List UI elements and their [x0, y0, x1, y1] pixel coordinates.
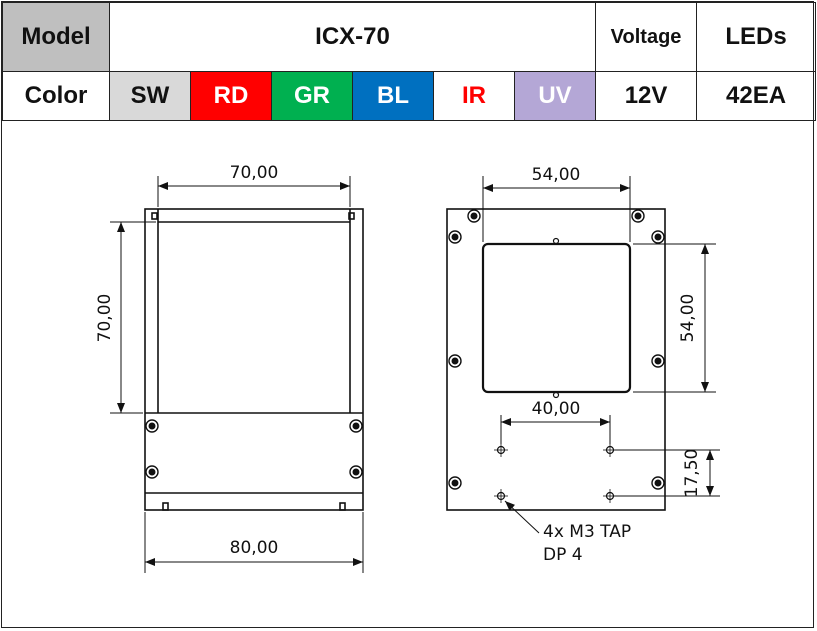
dim-base-width-text: 80,00 [230, 538, 279, 558]
screw-icon [145, 465, 159, 479]
tap-hole-icon [494, 443, 508, 457]
tap-note-line1: 4x M3 TAP [543, 522, 631, 542]
dim-window-width-text: 54,00 [532, 165, 581, 185]
front-view [446, 208, 666, 511]
side-view-screws [145, 419, 363, 479]
voltage-label: Voltage [595, 2, 698, 72]
color-swatch-ir: IR [433, 71, 515, 121]
dim-hole-spacing-x-text: 40,00 [532, 399, 581, 419]
screw-icon [467, 209, 481, 223]
color-label: Color [2, 71, 110, 121]
tap-note-line2: DP 4 [543, 545, 583, 565]
screw-icon [349, 465, 363, 479]
screw-icon [651, 354, 665, 368]
voltage-value: 12V [595, 71, 698, 121]
tap-holes [494, 443, 617, 503]
color-swatch-rd: RD [190, 71, 272, 121]
dim-side-width [157, 176, 351, 207]
dim-hole-spacing-y-text: 17,50 [682, 449, 702, 498]
side-view-outline [144, 208, 364, 511]
tap-hole-icon [494, 489, 508, 503]
tap-note-leader [504, 500, 540, 534]
screw-icon [651, 230, 665, 244]
dim-window-height-text: 54,00 [678, 294, 698, 343]
dim-window-width [482, 176, 631, 242]
dim-hole-spacing-y [614, 449, 720, 497]
color-swatch-bl: BL [352, 71, 434, 121]
color-swatch-sw: SW [109, 71, 191, 121]
screw-icon [651, 476, 665, 490]
dim-side-height-text: 70,00 [95, 294, 115, 343]
dim-side-height [110, 221, 156, 414]
screw-icon [631, 209, 645, 223]
color-swatch-gr: GR [271, 71, 353, 121]
front-view-screws [448, 209, 665, 490]
dim-base-width [144, 512, 364, 573]
screw-icon [448, 476, 462, 490]
color-swatch-uv: UV [513, 71, 597, 121]
side-view [144, 208, 364, 511]
leds-value: 42EA [696, 71, 817, 121]
tap-hole-icon [603, 443, 617, 457]
leds-label: LEDs [696, 2, 817, 72]
front-view-outline [446, 208, 666, 511]
screw-icon [349, 419, 363, 433]
screw-icon [448, 230, 462, 244]
dim-side-width-text: 70,00 [230, 163, 279, 183]
dim-window-height [633, 243, 716, 393]
spec-table: Model ICX-70 Voltage LEDs Color SW RD GR… [2, 2, 817, 121]
screw-icon [145, 419, 159, 433]
front-window [481, 242, 632, 394]
screw-icon [448, 354, 462, 368]
dim-hole-spacing-x [500, 415, 611, 444]
